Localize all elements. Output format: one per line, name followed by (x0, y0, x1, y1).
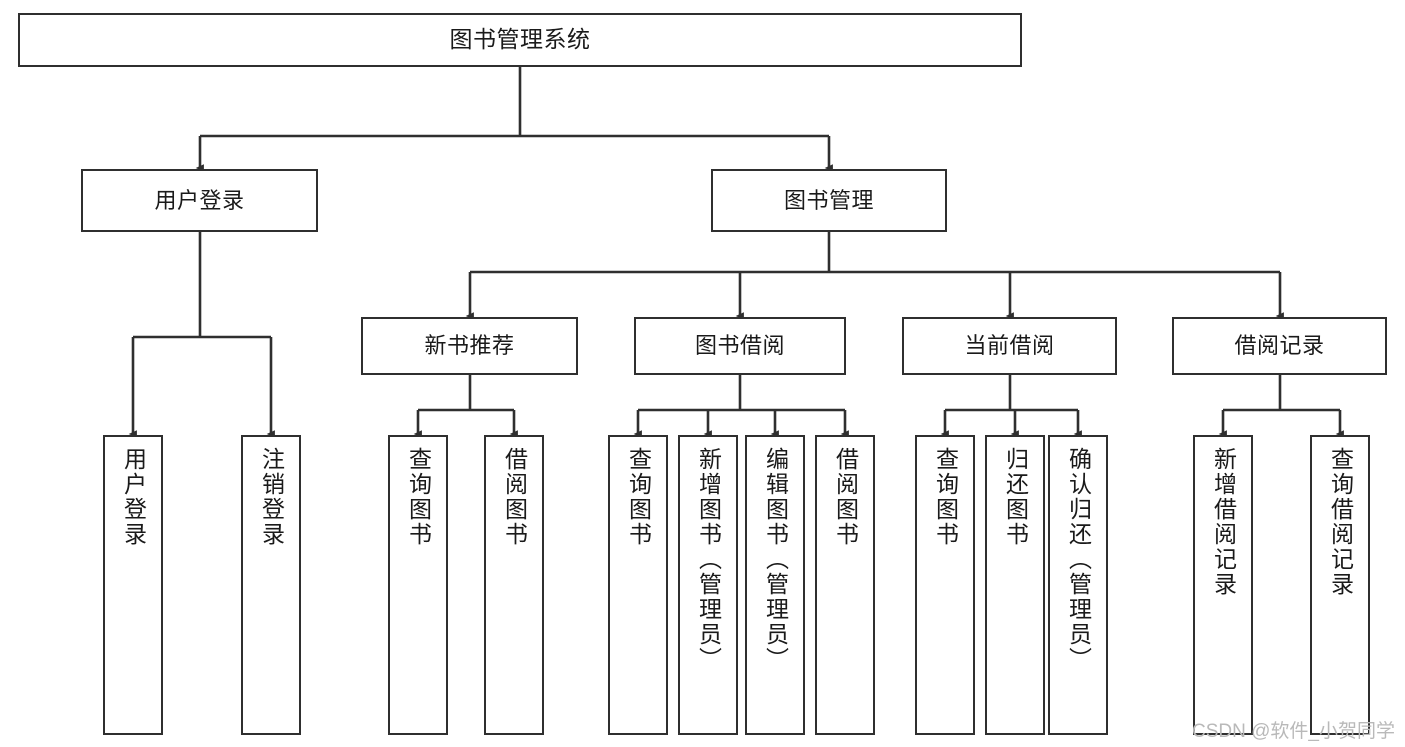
node-label-new-book-rec: 新书推荐 (424, 333, 515, 359)
node-leaf-query-book-3[interactable]: 查询图书 (915, 435, 975, 735)
node-label-user-login: 用户登录 (154, 187, 245, 213)
node-label-leaf-query-record: 查询借阅记录 (1327, 447, 1354, 597)
node-label-leaf-borrow-book-1: 借阅图书 (501, 447, 528, 547)
node-new-book-rec[interactable]: 新书推荐 (361, 317, 578, 375)
node-label-leaf-query-book-2: 查询图书 (625, 447, 652, 547)
node-label-leaf-return-book: 归还图书 (1002, 447, 1029, 547)
csdn-watermark: CSDN @软件_小贺同学 (1192, 721, 1395, 742)
node-label-leaf-user-login: 用户登录 (120, 447, 147, 547)
node-book-manage[interactable]: 图书管理 (711, 169, 947, 232)
node-label-leaf-query-book-1: 查询图书 (405, 447, 432, 547)
node-label-leaf-user-logout: 注销登录 (258, 447, 285, 547)
node-label-leaf-query-book-3: 查询图书 (932, 447, 959, 547)
node-label-leaf-add-record: 新增借阅记录 (1210, 447, 1237, 597)
node-leaf-borrow-book-2[interactable]: 借阅图书 (815, 435, 875, 735)
node-label-root: 图书管理系统 (449, 26, 591, 53)
node-leaf-user-login[interactable]: 用户登录 (103, 435, 163, 735)
node-leaf-query-book-1[interactable]: 查询图书 (388, 435, 448, 735)
node-leaf-edit-book[interactable]: 编辑图书（管理员） (745, 435, 805, 735)
node-book-borrow[interactable]: 图书借阅 (634, 317, 846, 375)
node-label-leaf-borrow-book-2: 借阅图书 (832, 447, 859, 547)
node-leaf-add-record[interactable]: 新增借阅记录 (1193, 435, 1253, 735)
node-leaf-query-record[interactable]: 查询借阅记录 (1310, 435, 1370, 735)
node-label-leaf-edit-book: 编辑图书（管理员） (762, 447, 789, 672)
node-label-leaf-confirm-return: 确认归还（管理员） (1065, 447, 1092, 672)
node-leaf-query-book-2[interactable]: 查询图书 (608, 435, 668, 735)
node-label-book-borrow: 图书借阅 (694, 333, 785, 359)
node-label-leaf-add-book: 新增图书（管理员） (695, 447, 722, 672)
node-leaf-confirm-return[interactable]: 确认归还（管理员） (1048, 435, 1108, 735)
node-current-borrow[interactable]: 当前借阅 (902, 317, 1117, 375)
node-leaf-add-book[interactable]: 新增图书（管理员） (678, 435, 738, 735)
node-label-book-manage: 图书管理 (783, 187, 874, 213)
node-label-current-borrow: 当前借阅 (964, 333, 1055, 359)
node-leaf-user-logout[interactable]: 注销登录 (241, 435, 301, 735)
node-leaf-borrow-book-1[interactable]: 借阅图书 (484, 435, 544, 735)
node-label-borrow-record: 借阅记录 (1234, 333, 1325, 359)
node-borrow-record[interactable]: 借阅记录 (1172, 317, 1387, 375)
node-leaf-return-book[interactable]: 归还图书 (985, 435, 1045, 735)
node-user-login[interactable]: 用户登录 (81, 169, 318, 232)
node-root[interactable]: 图书管理系统 (18, 13, 1022, 67)
